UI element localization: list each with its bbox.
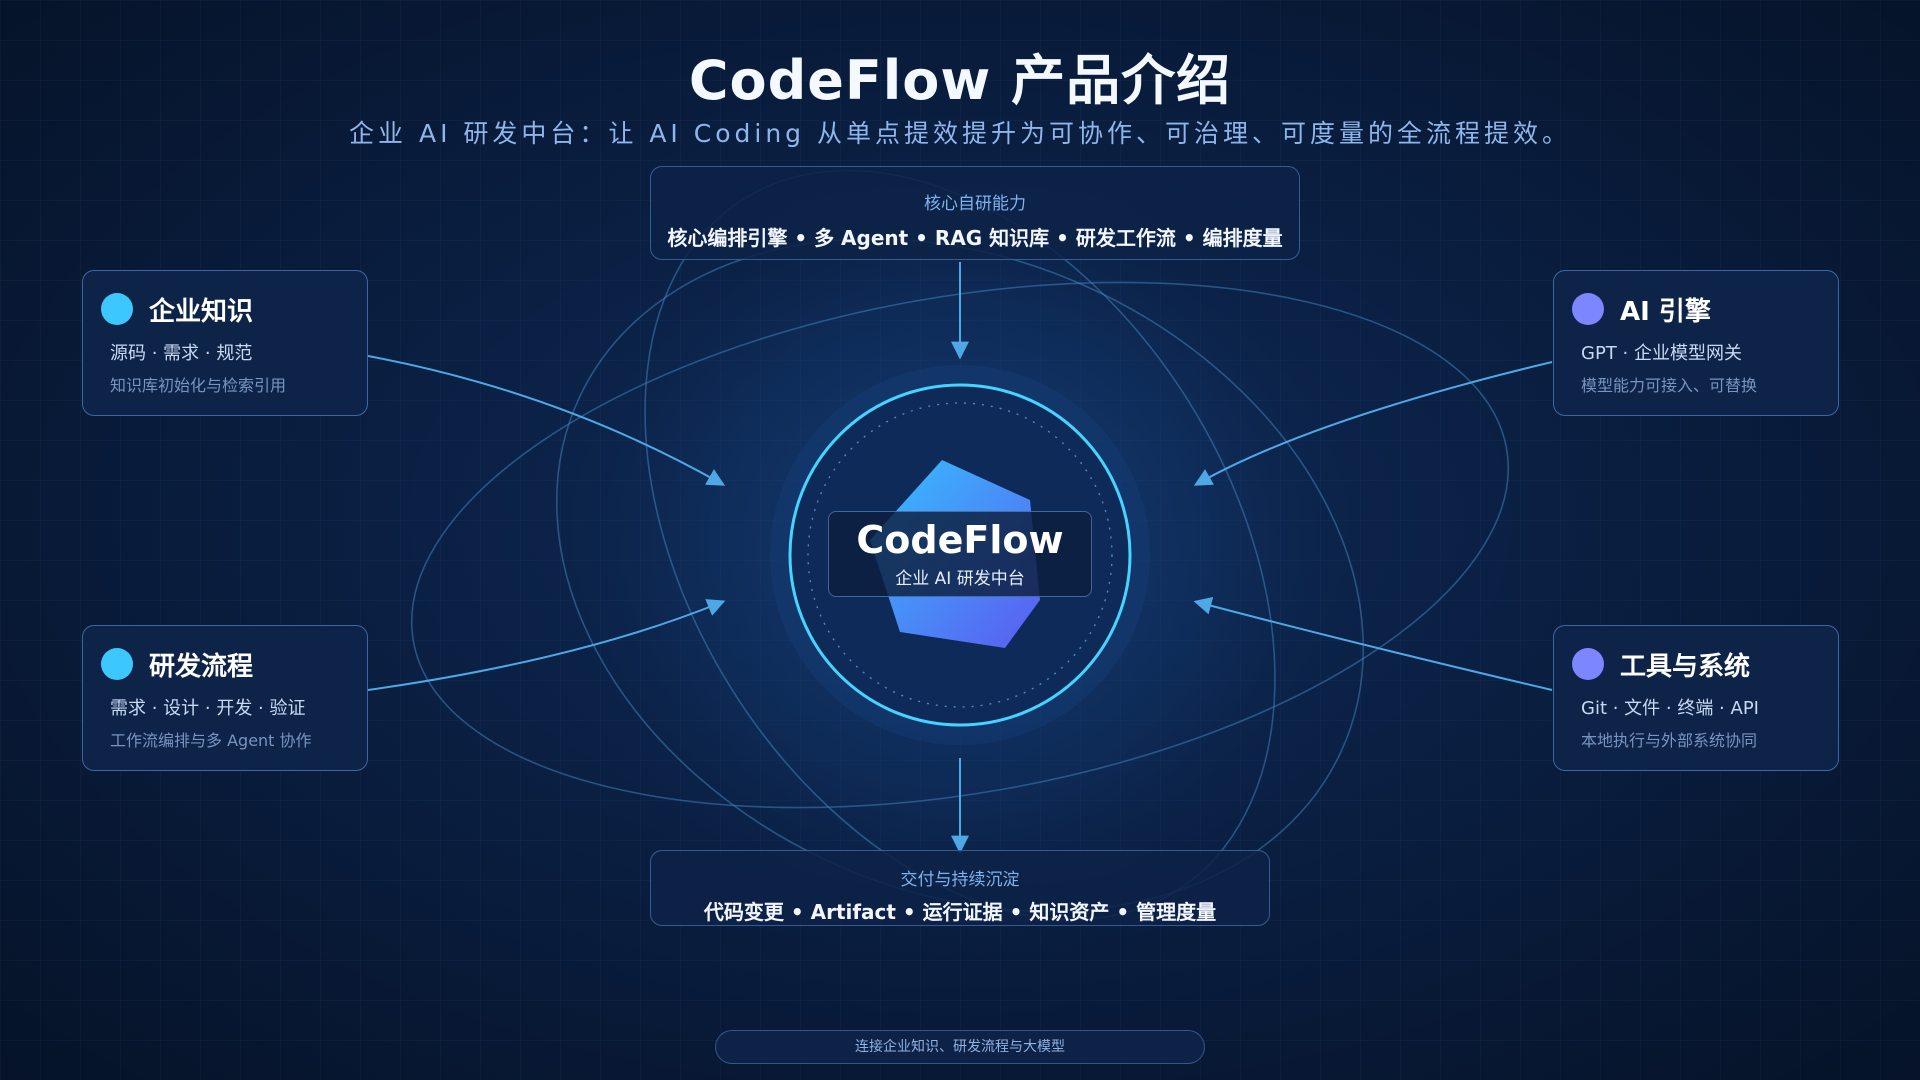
violet-dot-icon <box>1572 648 1604 680</box>
connector-ai-engine <box>1193 361 1553 486</box>
footer-pill: 连接企业知识、研发流程与大模型 <box>715 1030 1205 1064</box>
core-capabilities-items: 核心编排引擎 • 多 Agent • RAG 知识库 • 研发工作流 • 编排度… <box>667 226 1283 250</box>
core-tagline: 企业 AI 研发中台 <box>895 569 1025 589</box>
card-detail: 需求 · 设计 · 开发 · 验证 <box>110 698 306 719</box>
card-tools-systems: 工具与系统 Git · 文件 · 终端 · API 本地执行与外部系统协同 <box>1553 625 1839 771</box>
orbit-ellipse <box>410 281 1510 809</box>
core-label: CodeFlow 企业 AI 研发中台 <box>828 511 1092 597</box>
delivery-items: 代码变更 • Artifact • 运行证据 • 知识资产 • 管理度量 <box>703 900 1217 924</box>
cyan-dot-icon <box>101 293 133 325</box>
page-subtitle: 企业 AI 研发中台：让 AI Coding 从单点提效提升为可协作、可治理、可… <box>349 119 1571 148</box>
core-dotted-ring <box>807 402 1113 708</box>
card-title: 研发流程 <box>149 652 254 682</box>
card-description: 本地执行与外部系统协同 <box>1581 731 1758 750</box>
card-title: 工具与系统 <box>1620 652 1751 682</box>
connector-workflow <box>367 599 726 691</box>
core-brand-name: CodeFlow <box>856 518 1064 562</box>
page-title: CodeFlow 产品介绍 <box>688 49 1232 112</box>
card-description: 知识库初始化与检索引用 <box>110 376 287 395</box>
connector-knowledge <box>367 355 726 486</box>
card-title: 企业知识 <box>149 297 254 327</box>
violet-dot-icon <box>1572 293 1604 325</box>
card-detail: 源码 · 需求 · 规范 <box>110 343 253 364</box>
delivery-caption: 交付与持续沉淀 <box>900 870 1020 890</box>
connector-tools <box>1193 596 1553 691</box>
delivery-panel: 交付与持续沉淀 代码变更 • Artifact • 运行证据 • 知识资产 • … <box>650 850 1270 926</box>
cyan-dot-icon <box>101 648 133 680</box>
card-rd-workflow: 研发流程 需求 · 设计 · 开发 · 验证 工作流编排与多 Agent 协作 <box>82 625 368 771</box>
core-capabilities-caption: 核心自研能力 <box>924 194 1026 214</box>
card-description: 工作流编排与多 Agent 协作 <box>110 731 312 750</box>
card-detail: Git · 文件 · 终端 · API <box>1581 698 1759 719</box>
card-detail: GPT · 企业模型网关 <box>1581 343 1742 364</box>
card-ai-engine: AI 引擎 GPT · 企业模型网关 模型能力可接入、可替换 <box>1553 270 1839 416</box>
core-capabilities-panel: 核心自研能力 核心编排引擎 • 多 Agent • RAG 知识库 • 研发工作… <box>650 166 1300 260</box>
card-enterprise-knowledge: 企业知识 源码 · 需求 · 规范 知识库初始化与检索引用 <box>82 270 368 416</box>
card-title: AI 引擎 <box>1620 297 1711 327</box>
card-description: 模型能力可接入、可替换 <box>1581 376 1758 395</box>
